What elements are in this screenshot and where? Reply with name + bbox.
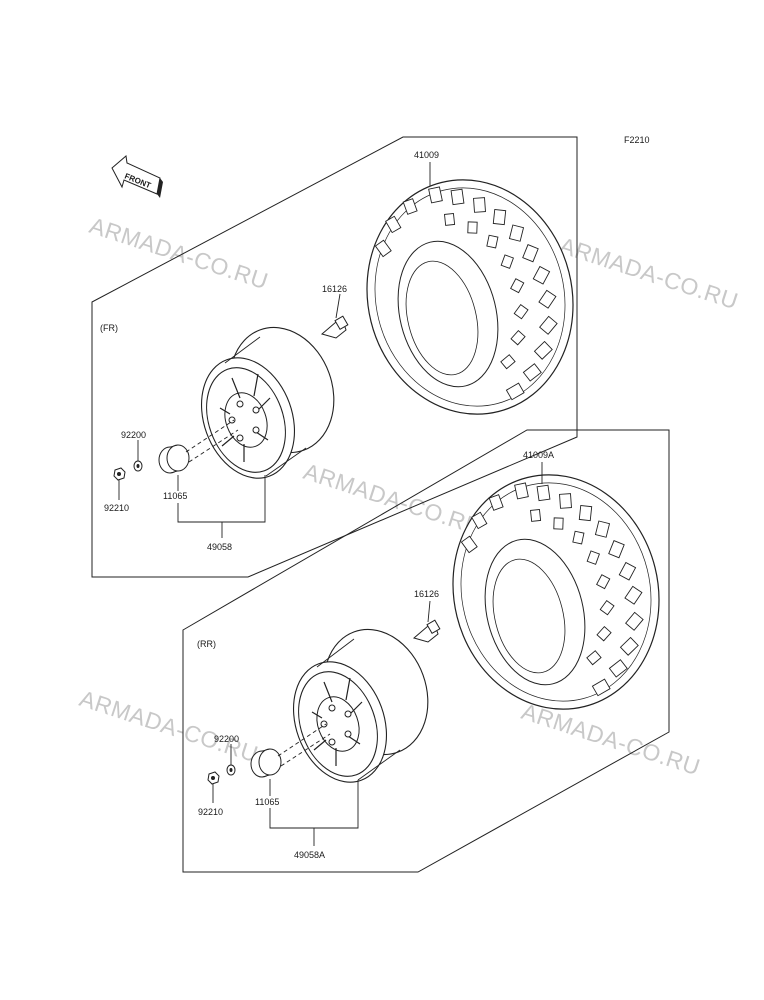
rear-nut [207, 771, 220, 785]
front-arrow-icon: FRONT [111, 155, 163, 198]
rear-hub-cap [250, 748, 282, 778]
rear-section-frame [182, 429, 670, 873]
front-nut [113, 467, 126, 481]
rear-tire [452, 474, 660, 710]
front-washer [133, 460, 143, 472]
front-section: (FR) [91, 136, 578, 578]
front-hub-cap [158, 444, 190, 474]
rear-washer-label: 92200 [214, 734, 239, 744]
rear-assembly-bracket [269, 780, 359, 829]
front-section-label: (FR) [100, 323, 118, 333]
front-section-frame [91, 136, 578, 578]
front-valve-label: 16126 [322, 284, 347, 294]
rear-hub-cap-label: 11065 [255, 797, 279, 807]
rear-wheel-assembly-label: 49058A [294, 850, 325, 860]
front-hub-cap-label: 11065 [163, 491, 187, 501]
watermark: ARMADA-CO.RU [518, 698, 703, 780]
front-assembly-bracket [177, 475, 266, 523]
front-washer-label: 92200 [121, 430, 146, 440]
front-valve [320, 315, 349, 339]
front-tire-label: 41009 [414, 150, 439, 160]
front-wheel-assembly-label: 49058 [207, 542, 232, 552]
front-wheel-rim [200, 326, 335, 479]
rear-wheel-rim [292, 628, 429, 783]
rear-valve-label: 16126 [414, 589, 439, 599]
rear-nut-label: 92210 [198, 807, 223, 817]
front-nut-label: 92210 [104, 503, 129, 513]
watermark: ARMADA-CO.RU [86, 212, 271, 294]
watermark: ARMADA-CO.RU [556, 232, 741, 314]
rear-section: (RR) [182, 429, 670, 873]
diagram-code: F2210 [624, 135, 650, 145]
rear-washer [226, 764, 236, 776]
watermark: ARMADA-CO.RU [76, 685, 261, 767]
front-tire [366, 179, 574, 415]
rear-section-label: (RR) [197, 639, 216, 649]
rear-tire-label: 41009A [523, 450, 554, 460]
rear-valve [412, 619, 441, 643]
